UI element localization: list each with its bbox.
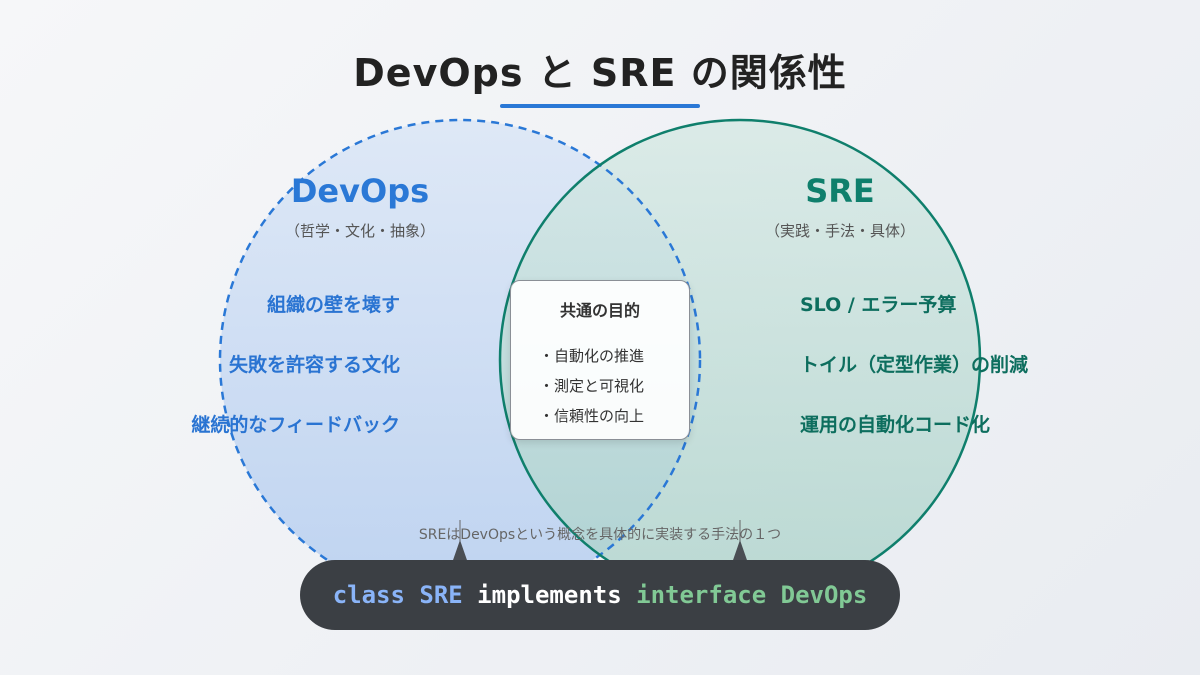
- code-class-part: class SRE: [332, 581, 463, 609]
- sre-item-2: トイル（定型作業）の削減: [800, 354, 1029, 376]
- devops-title: DevOps: [290, 172, 430, 210]
- code-statement: class SRE implements interface DevOps: [300, 560, 900, 630]
- code-implements-part: implements: [462, 581, 637, 609]
- right-pointer-arrow: [732, 540, 748, 563]
- devops-subtitle: （哲学・文化・抽象）: [284, 222, 435, 240]
- title-underline: [500, 104, 700, 108]
- common-goals-title: 共通の目的: [559, 301, 640, 320]
- devops-circle-outline: [218, 118, 702, 600]
- sre-subtitle: （実践・手法・具体）: [764, 222, 915, 240]
- sre-item-1: SLO / エラー予算: [800, 294, 957, 316]
- sre-circle: [500, 120, 980, 600]
- devops-item-3: 継続的なフィードバック: [191, 414, 400, 436]
- left-pointer-arrow: [452, 540, 468, 563]
- page-title: DevOps と SRE の関係性: [353, 51, 847, 95]
- sre-item-3: 運用の自動化コード化: [800, 414, 991, 436]
- sre-circle-outline: [498, 118, 982, 600]
- common-goal-2: ・測定と可視化: [539, 377, 645, 395]
- common-goal-1: ・自動化の推進: [539, 347, 645, 365]
- sre-title: SRE: [805, 172, 875, 210]
- common-goal-3: ・信頼性の向上: [539, 407, 645, 425]
- devops-item-2: 失敗を許容する文化: [228, 354, 400, 376]
- relationship-caption: SREはDevOpsという概念を具体的に実装する手法の１つ: [418, 527, 782, 543]
- common-goals-box: 共通の目的 ・自動化の推進 ・測定と可視化 ・信頼性の向上: [510, 280, 690, 440]
- code-interface-part: interface DevOps: [636, 581, 868, 609]
- devops-item-1: 組織の壁を壊す: [266, 294, 400, 316]
